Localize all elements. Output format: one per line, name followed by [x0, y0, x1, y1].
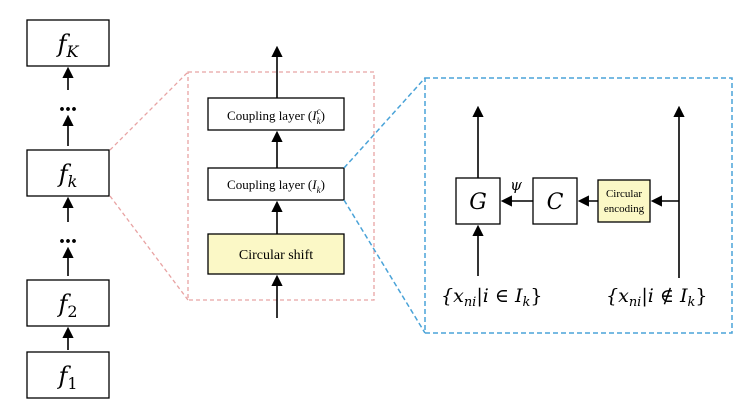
circular-shift-box: [207, 233, 345, 275]
flow-ellipsis-top: ...: [59, 91, 77, 117]
input-in-label: {xni|i ∈ Ik}: [441, 285, 542, 310]
coupling-detail: G ψ C Circular encoding {xni|i ∈ Ik} {xn…: [441, 105, 707, 310]
psi-label: ψ: [510, 176, 522, 194]
coupling-layer-box: [207, 167, 345, 201]
input-out-label: {xni|i ∉ Ik}: [606, 285, 707, 310]
zoom-line-red-bottom: [109, 195, 189, 301]
flow-box-f2: [26, 279, 110, 327]
circular-encoding-line1: Circular: [606, 188, 642, 200]
coupling-detail-frame: [424, 77, 733, 334]
circular-encoding-line2: encoding: [604, 203, 645, 215]
circular-encoding-box: [597, 179, 651, 223]
coupling-layer-complement-box: [207, 97, 345, 131]
circular-shift-label: Circular shift: [239, 248, 313, 263]
zoom-line-blue-top: [343, 77, 426, 169]
c-box: [532, 177, 578, 225]
c-label: C: [547, 190, 564, 215]
zoom-line-blue-bottom: [343, 199, 426, 334]
coupling-column-frame: [187, 71, 375, 301]
flow-stack: fK ... fk ... f2 f1: [26, 19, 110, 399]
flow-box-f1: [26, 351, 110, 399]
coupling-layer-label: Coupling layer (Ik): [227, 177, 325, 195]
flow-box-fK: [26, 19, 110, 67]
zoom-line-red-top: [109, 71, 189, 151]
flow-box-fk: [26, 149, 110, 197]
flow-ellipsis-bottom: ...: [59, 223, 77, 249]
g-box: [455, 177, 501, 225]
g-label: G: [469, 190, 487, 215]
